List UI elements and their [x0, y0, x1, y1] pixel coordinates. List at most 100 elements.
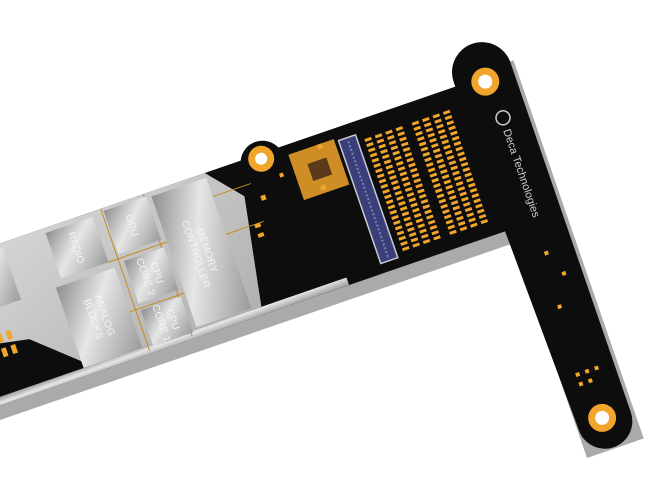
pad	[387, 169, 395, 175]
pad	[402, 146, 411, 153]
pad	[432, 113, 441, 119]
pad	[417, 223, 426, 229]
pad	[470, 222, 478, 228]
pad	[413, 125, 422, 131]
pad	[434, 188, 443, 194]
pad	[455, 146, 464, 152]
pad	[446, 154, 455, 161]
pad	[434, 153, 443, 159]
pad	[455, 180, 464, 187]
pad-array	[364, 109, 489, 252]
pad	[396, 195, 404, 201]
pad	[386, 134, 395, 140]
pad	[393, 220, 401, 226]
pad	[418, 141, 427, 147]
pad	[400, 240, 408, 246]
board-connector	[337, 133, 399, 265]
pad	[392, 185, 401, 191]
pad	[475, 203, 483, 209]
pad	[445, 219, 454, 225]
pad	[380, 183, 389, 189]
pad	[468, 217, 476, 223]
pad	[423, 122, 432, 128]
pad	[422, 116, 430, 123]
pad	[392, 150, 400, 156]
pad	[458, 156, 467, 162]
pad	[373, 162, 381, 168]
pad	[446, 120, 455, 126]
pad	[449, 229, 457, 235]
pad	[443, 144, 451, 150]
pad	[444, 115, 453, 121]
pad	[394, 225, 403, 231]
pad	[417, 188, 425, 194]
pad	[402, 246, 410, 252]
pad	[401, 176, 409, 182]
pad	[403, 216, 412, 222]
pad	[395, 160, 404, 166]
pad	[441, 174, 450, 180]
pad	[429, 172, 438, 178]
mounting-hole-bottom	[588, 403, 617, 432]
pad	[471, 193, 480, 199]
pad	[366, 142, 374, 148]
pad	[400, 141, 409, 147]
pad	[389, 209, 398, 215]
pad	[413, 212, 422, 218]
pad	[378, 143, 386, 149]
pad	[459, 191, 467, 197]
pad	[383, 159, 392, 165]
pad	[399, 171, 408, 177]
pad	[369, 152, 378, 158]
pad	[427, 167, 436, 173]
pad	[448, 160, 457, 166]
pad	[375, 168, 383, 174]
chip-analog-blocks: ANALOGBLOCKS	[55, 267, 143, 368]
pad	[382, 188, 390, 194]
pad	[427, 132, 436, 138]
pad	[367, 147, 376, 153]
pad	[454, 210, 462, 216]
pad	[406, 157, 414, 163]
pad	[451, 135, 460, 141]
pad	[424, 209, 432, 215]
pad	[371, 157, 380, 163]
pad	[457, 151, 465, 157]
chip-radio: RADIO	[45, 216, 109, 279]
chip-cpu-core-1: CPUCORE 1	[140, 296, 194, 347]
pad	[399, 206, 408, 212]
pad	[385, 164, 394, 170]
pad	[385, 199, 394, 205]
pad	[404, 152, 413, 158]
board-outline-vertical	[452, 42, 633, 449]
pad	[364, 136, 372, 142]
pad	[433, 182, 441, 189]
pad	[376, 173, 385, 179]
pad	[457, 186, 466, 192]
pad	[410, 237, 419, 243]
pad	[450, 165, 458, 171]
pad	[436, 123, 444, 129]
pad	[464, 172, 472, 178]
pad	[476, 208, 485, 214]
pad	[389, 174, 397, 180]
pad	[418, 193, 427, 199]
pad	[381, 154, 390, 160]
pad	[424, 156, 432, 163]
pad	[431, 177, 439, 183]
pad	[374, 133, 383, 139]
pad	[439, 134, 448, 140]
pad	[462, 167, 471, 173]
pad	[467, 182, 476, 188]
pad	[448, 194, 457, 201]
pad	[422, 238, 431, 244]
pad	[422, 204, 431, 210]
pad	[394, 155, 402, 161]
pad	[406, 192, 415, 198]
pad	[398, 235, 407, 241]
pad	[459, 226, 468, 232]
pad	[441, 139, 450, 145]
pad	[415, 183, 423, 189]
pad	[453, 175, 462, 181]
pad	[443, 179, 452, 185]
